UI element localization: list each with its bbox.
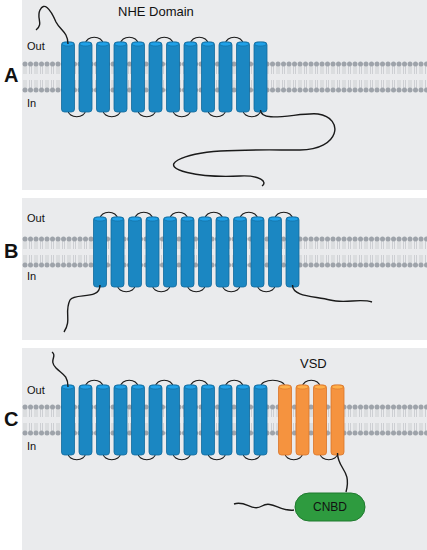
terminus-tail: [36, 6, 335, 186]
panel-letter: B: [4, 240, 18, 263]
loops: [68, 380, 338, 460]
helix-cylinders: [94, 217, 300, 287]
region-label: VSD: [300, 357, 327, 372]
region-label: In: [27, 440, 36, 453]
panel: [22, 0, 427, 190]
panel-letter: C: [4, 408, 18, 431]
region-label: Out: [27, 40, 45, 53]
region-label: In: [27, 270, 36, 283]
panel: [22, 348, 427, 550]
panel-background: [22, 198, 427, 340]
domain-pill: CNBD: [294, 492, 366, 522]
panel-letter: A: [4, 64, 18, 87]
terminus-tail: [64, 285, 372, 332]
panel-background: [22, 0, 427, 190]
loops: [100, 212, 293, 292]
region-label: In: [27, 97, 36, 110]
terminus-tail: [52, 352, 347, 510]
helix-cylinders: [62, 42, 268, 112]
region-label: NHE Domain: [118, 5, 194, 20]
panel: [22, 198, 427, 340]
region-label: Out: [27, 384, 45, 397]
region-label: Out: [27, 212, 45, 225]
domain-label: CNBD: [313, 500, 347, 514]
panel-background: [22, 348, 427, 550]
loops: [68, 37, 261, 117]
helix-cylinders: [62, 385, 345, 455]
